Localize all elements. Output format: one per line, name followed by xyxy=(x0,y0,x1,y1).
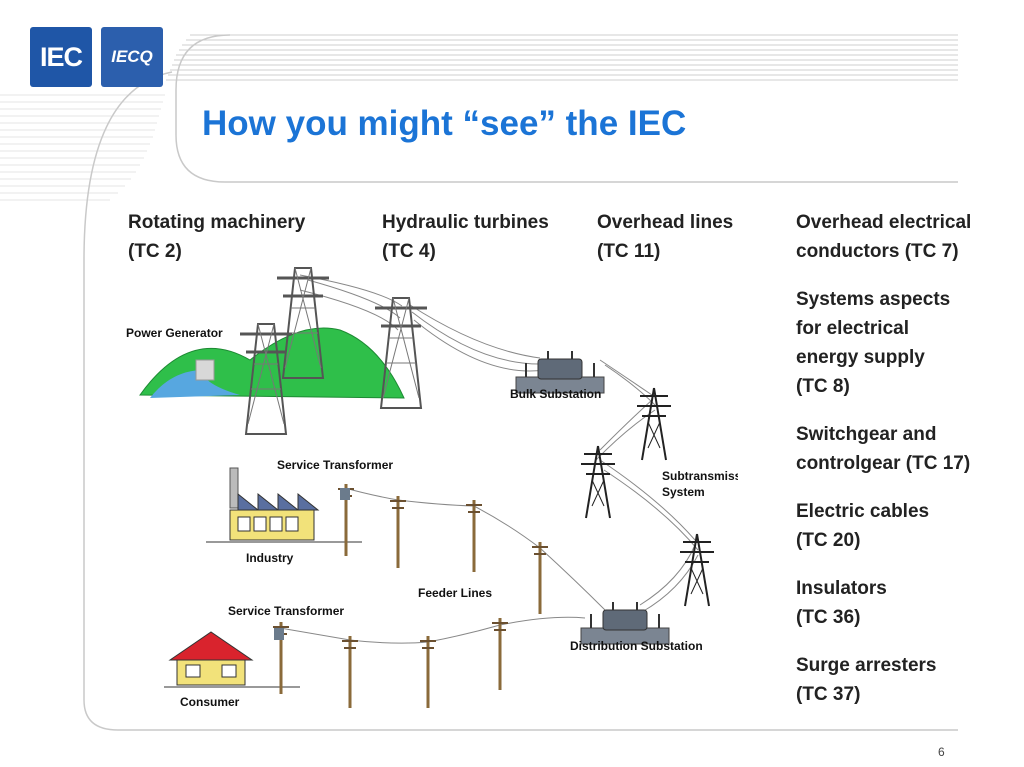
pylon xyxy=(580,445,616,519)
column-line: (TC 2) xyxy=(128,241,182,262)
distribution-substation xyxy=(580,601,670,645)
label-industry: Industry xyxy=(246,551,294,565)
consumer-house xyxy=(164,631,300,688)
label-subtransmission: Subtransmission xyxy=(662,469,738,483)
label-power-generator: Power Generator xyxy=(126,326,223,340)
column-rotating-machinery: Rotating machinery (TC 2) xyxy=(128,208,305,266)
tc-line: Electric cables xyxy=(796,501,930,522)
tc-line: (TC 20) xyxy=(796,530,861,551)
tc-line: Switchgear and xyxy=(796,424,937,445)
utility-pole xyxy=(464,498,484,574)
tc-item-overhead-conductors: Overhead electrical conductors (TC 7) xyxy=(796,208,1016,266)
column-line: (TC 11) xyxy=(597,241,661,262)
dam xyxy=(195,359,215,381)
tc-line: (TC 8) xyxy=(796,376,850,397)
tc-line: (TC 37) xyxy=(796,684,861,705)
page-number: 6 xyxy=(938,745,945,759)
label-subtransmission-system: System xyxy=(662,485,705,499)
column-line: Hydraulic turbines xyxy=(382,212,549,233)
power-grid-diagram: Power Generator Bulk Substation Subtrans… xyxy=(126,266,738,710)
utility-pole xyxy=(340,634,360,710)
tc-item-electric-cables: Electric cables (TC 20) xyxy=(796,497,1016,555)
iecq-logo-text: IECQ xyxy=(111,47,153,66)
transformer-drum xyxy=(274,628,284,640)
industry-factory xyxy=(206,467,362,543)
left-fade-lines xyxy=(0,94,165,201)
tc-item-insulators: Insulators (TC 36) xyxy=(796,574,1016,632)
tc-line: energy supply xyxy=(796,347,925,368)
column-line: Overhead lines xyxy=(597,212,734,233)
tc-line: for electrical xyxy=(796,318,909,339)
tc-line: conductors (TC 7) xyxy=(796,241,959,262)
tc-list: Overhead electrical conductors (TC 7) Sy… xyxy=(796,208,1016,728)
label-service-transformer-bottom: Service Transformer xyxy=(228,604,344,618)
tc-line: (TC 36) xyxy=(796,607,861,628)
tc-line: Systems aspects xyxy=(796,289,951,310)
column-overhead-lines: Overhead lines (TC 11) xyxy=(597,208,733,266)
tc-item-systems-aspects: Systems aspects for electrical energy su… xyxy=(796,285,1016,401)
utility-pole xyxy=(388,494,408,570)
tc-item-switchgear: Switchgear and controlgear (TC 17) xyxy=(796,420,1016,478)
iec-logo-text: IEC xyxy=(39,41,83,72)
page-title: How you might “see” the IEC xyxy=(202,104,687,143)
tc-line: controlgear (TC 17) xyxy=(796,453,971,474)
tc-line: Insulators xyxy=(796,578,887,599)
column-line: Rotating machinery xyxy=(128,212,306,233)
transformer-drum xyxy=(340,488,350,500)
label-feeder-lines: Feeder Lines xyxy=(418,586,492,600)
utility-pole xyxy=(418,634,438,710)
column-line: (TC 4) xyxy=(382,241,436,262)
utility-pole xyxy=(490,616,510,692)
pylon xyxy=(636,387,672,461)
label-bulk-substation: Bulk Substation xyxy=(510,387,601,401)
tc-line: Surge arresters xyxy=(796,655,937,676)
label-consumer: Consumer xyxy=(180,695,240,709)
iec-logo: IEC xyxy=(30,27,92,87)
pylon xyxy=(679,533,715,607)
label-distribution-substation: Distribution Substation xyxy=(570,639,703,653)
tc-item-surge-arresters: Surge arresters (TC 37) xyxy=(796,651,1016,709)
tc-line: Overhead electrical xyxy=(796,212,972,233)
column-hydraulic-turbines: Hydraulic turbines (TC 4) xyxy=(382,208,549,266)
stripe-band xyxy=(166,34,958,81)
label-service-transformer-top: Service Transformer xyxy=(277,458,393,472)
iecq-logo: IECQ xyxy=(101,27,163,87)
reservoir-water xyxy=(150,370,240,398)
